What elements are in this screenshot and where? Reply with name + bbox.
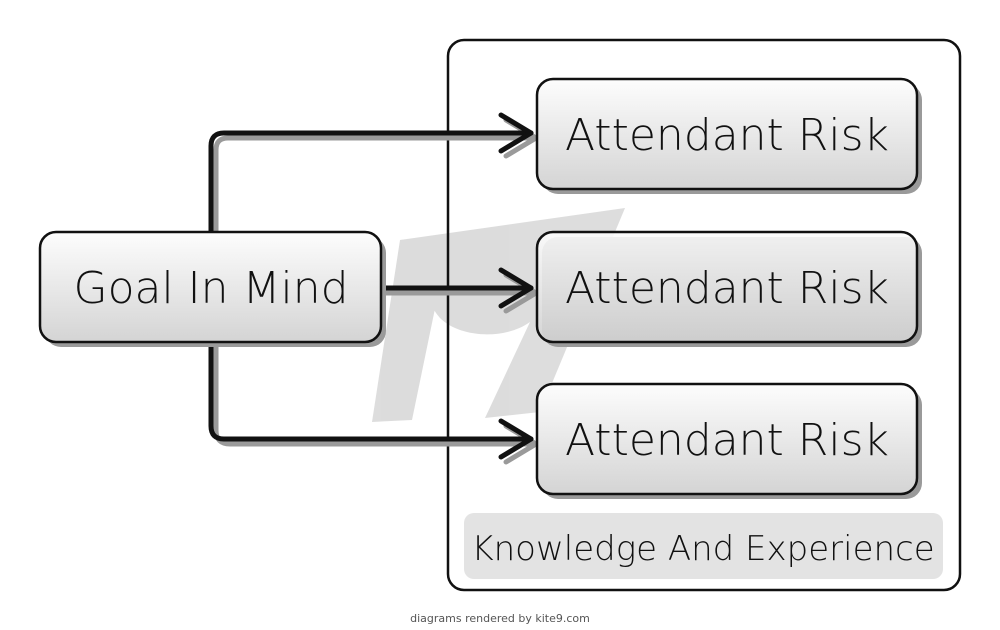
node-label: Goal In Mind — [73, 263, 348, 314]
node-attendant-risk-3[interactable]: Attendant Risk — [535, 382, 922, 499]
node-label: Attendant Risk — [565, 263, 889, 314]
arrowhead-icon — [498, 267, 534, 309]
arrowhead-icon — [498, 418, 534, 460]
container-label-background — [464, 513, 943, 579]
node-label: Attendant Risk — [565, 415, 889, 466]
edge-goal-to-risk-1 — [208, 112, 534, 235]
edge-goal-to-risk-2 — [378, 267, 534, 309]
node-goal-in-mind[interactable]: Goal In Mind — [38, 230, 386, 347]
footer-credit: diagrams rendered by kite9.com — [410, 612, 590, 625]
container-label: Knowledge And Experience — [471, 529, 934, 569]
arrowhead-icon — [498, 112, 534, 154]
node-label: Attendant Risk — [565, 110, 889, 161]
edge-goal-to-risk-3 — [208, 339, 534, 460]
node-attendant-risk-2[interactable]: Attendant Risk — [535, 230, 922, 347]
node-attendant-risk-1[interactable]: Attendant Risk — [535, 77, 922, 194]
container-knowledge-and-experience[interactable]: Knowledge And Experience — [446, 38, 962, 592]
